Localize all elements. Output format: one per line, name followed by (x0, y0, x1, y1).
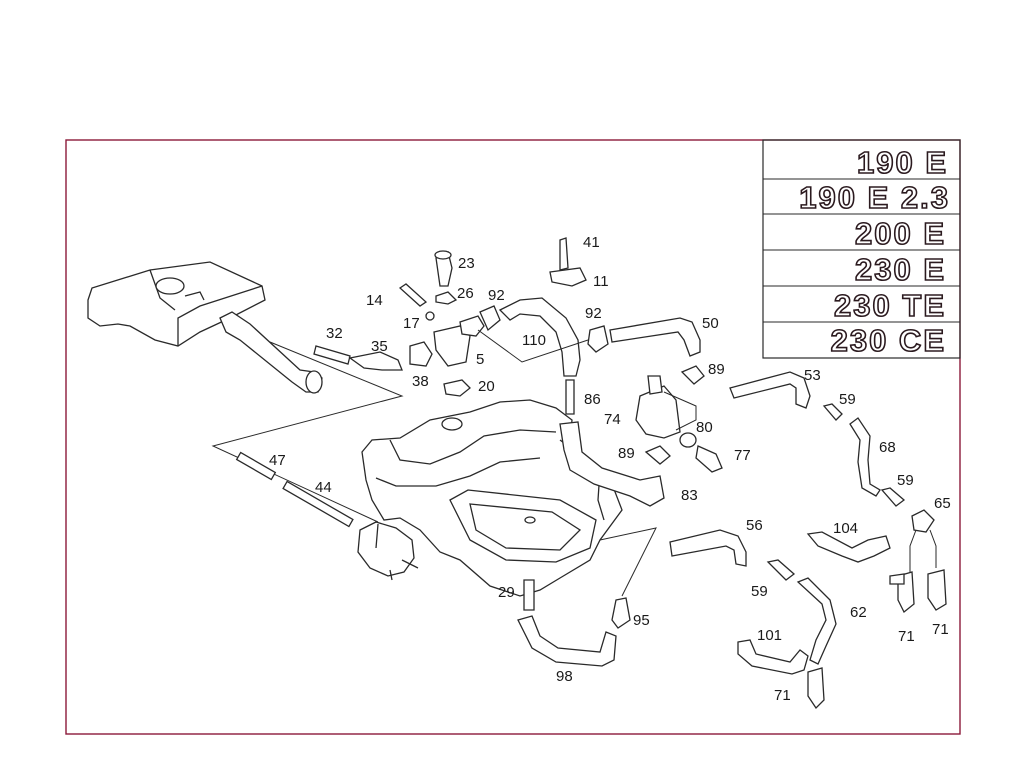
badge-230te: 230 TE (834, 288, 946, 323)
callout-35: 35 (371, 338, 388, 355)
unit-74 (635, 375, 697, 439)
callout-47: 47 (269, 452, 286, 469)
callout-89a: 89 (708, 361, 725, 378)
callout-83: 83 (681, 487, 698, 504)
connector-95 (611, 597, 631, 629)
model-badge-panel: 190 E 190 E 2.3 200 E 230 E 230 TE 230 C… (762, 139, 961, 359)
hose-110 (498, 297, 581, 377)
clip-89-top (680, 365, 705, 385)
badge-230e: 230 E (855, 252, 946, 287)
callout-71c: 71 (774, 687, 791, 704)
valve-71-c (807, 667, 825, 710)
callout-95: 95 (633, 612, 650, 629)
intake-manifold (361, 399, 623, 597)
callout-92a: 92 (488, 287, 505, 304)
callout-17: 17 (403, 315, 420, 332)
badge-190e-23: 190 E 2.3 (799, 180, 950, 215)
callout-59a: 59 (839, 391, 856, 408)
callout-89b: 89 (618, 445, 635, 462)
callout-68: 68 (879, 439, 896, 456)
callout-14: 14 (366, 292, 383, 309)
callout-44: 44 (315, 479, 332, 496)
callout-104: 104 (833, 520, 858, 537)
callout-11: 11 (593, 273, 609, 290)
clip-89-low (644, 445, 671, 465)
callout-41: 41 (583, 234, 600, 251)
leader-bracket (211, 341, 404, 523)
callout-71b: 71 (932, 621, 949, 638)
badge-190e: 190 E (857, 145, 948, 180)
callout-59b: 59 (897, 472, 914, 489)
callout-26: 26 (457, 285, 474, 302)
callout-77: 77 (734, 447, 751, 464)
callout-74: 74 (604, 411, 621, 428)
callout-62: 62 (850, 604, 867, 621)
callout-50: 50 (702, 315, 719, 332)
callout-32: 32 (326, 325, 343, 342)
valve-cluster (313, 237, 587, 397)
callout-80: 80 (696, 419, 713, 436)
hose-98 (517, 615, 617, 667)
callout-53: 53 (804, 367, 821, 384)
callout-65: 65 (934, 495, 951, 512)
vacuum-element (357, 521, 419, 581)
hose-44 (282, 480, 354, 528)
connector-86 (565, 379, 575, 415)
hose-56 (669, 529, 747, 567)
connector-59-top (822, 403, 843, 421)
connector-29 (523, 579, 535, 611)
callout-86: 86 (584, 391, 601, 408)
callout-labels: 41 11 23 26 14 17 92 92 50 110 32 35 5 3… (269, 234, 951, 704)
hose-47 (235, 451, 277, 481)
hose-101 (737, 639, 809, 675)
hose-50 (609, 317, 701, 357)
hose-53 (729, 371, 811, 409)
pipe-83 (559, 421, 665, 507)
callout-59c: 59 (751, 583, 768, 600)
callout-38: 38 (412, 373, 429, 390)
hose-68 (849, 417, 881, 497)
callout-23: 23 (458, 255, 475, 272)
tee-65 (911, 509, 935, 533)
callout-29: 29 (498, 584, 515, 601)
callout-101: 101 (757, 627, 782, 644)
ring-80 (679, 432, 697, 448)
valve-71-a (889, 571, 915, 614)
engine-cover (87, 261, 266, 347)
diagram-frame (65, 139, 961, 735)
callout-5: 5 (476, 351, 484, 368)
callout-56: 56 (746, 517, 763, 534)
screw-77 (695, 445, 723, 473)
hose-104 (806, 531, 891, 563)
callout-98: 98 (556, 668, 573, 685)
badge-200e: 200 E (855, 216, 946, 251)
callout-92b: 92 (585, 305, 602, 322)
callout-71a: 71 (898, 628, 915, 645)
callout-110: 110 (522, 332, 546, 349)
badge-230ce: 230 CE (831, 323, 946, 358)
connector-59-mid (880, 487, 906, 507)
connector-59-low (766, 559, 796, 581)
valve-71-b (927, 569, 947, 611)
callout-20: 20 (478, 378, 495, 395)
hose-62 (796, 577, 837, 665)
